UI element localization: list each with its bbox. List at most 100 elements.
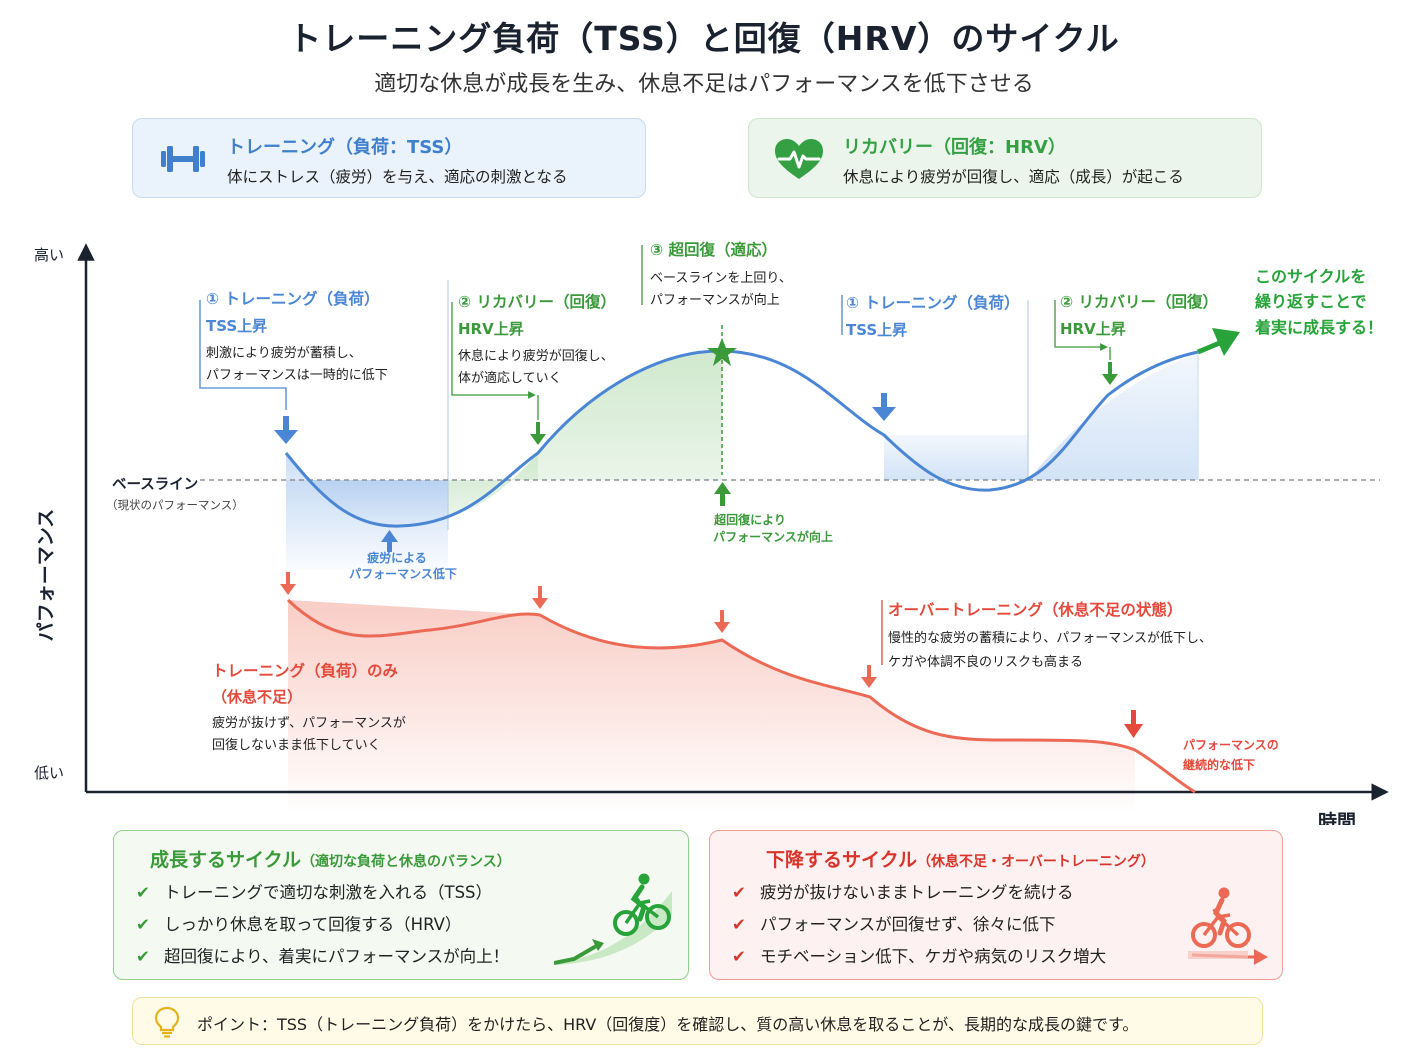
phase1-line1: 刺激により疲労が蓄積し、 xyxy=(206,345,362,361)
phase4-title: ① トレーニング（負荷） xyxy=(846,293,1020,312)
check-icon: ✔ xyxy=(136,883,150,902)
check-icon: ✔ xyxy=(136,915,150,934)
bad-only-sub: （休息不足） xyxy=(212,688,302,706)
growth-cycle-title-text: 成長するサイクル xyxy=(150,849,302,871)
growth-curve xyxy=(284,349,1199,528)
overtraining-line2: ケガや体調不良のリスクも高まる xyxy=(888,654,1083,670)
phase1-title: ① トレーニング（負荷） xyxy=(206,289,380,308)
supercomp-line2: パフォーマンスが向上 xyxy=(713,529,833,544)
dip-line2: パフォーマンス低下 xyxy=(349,566,457,581)
bad-only-line1: 疲労が抜けず、パフォーマンスが xyxy=(212,715,406,731)
list-item-text: 疲労が抜けないままトレーニングを続ける xyxy=(760,883,1074,902)
dip-line1: 疲労による xyxy=(367,550,427,565)
growth-cycle-card: 成長するサイクル（適切な負荷と休息のバランス） ✔ トレーニングで適切な刺激を入れ… xyxy=(113,830,689,980)
list-item-text: トレーニングで適切な刺激を入れる（TSS） xyxy=(164,883,493,902)
phase5-title: ② リカバリー（回復） xyxy=(1060,292,1218,311)
list-item: ✔ モチベーション低下、ケガや病気のリスク増大 xyxy=(732,945,1106,977)
page-title: トレーニング負荷（TSS）と回復（HRV）のサイクル xyxy=(288,19,1120,58)
recovery-area-2 xyxy=(1028,352,1198,480)
phase1-line2: パフォーマンスは一時的に低下 xyxy=(206,367,388,383)
bad-only-line2: 回復しないまま低下していく xyxy=(212,737,381,753)
red-arrow-5 xyxy=(1124,710,1143,738)
decline-line2: 継続的な低下 xyxy=(1183,757,1255,772)
load-arrow-2 xyxy=(872,393,896,421)
overtraining-area xyxy=(288,600,1135,810)
check-icon: ✔ xyxy=(136,947,150,966)
supercomp-line1: 超回復により xyxy=(713,512,786,527)
dip-up-arrow xyxy=(381,530,398,552)
list-item-text: 超回復により、着実にパフォーマンスが向上！ xyxy=(164,947,510,966)
recovery-card-desc: 休息により疲労が回復し、適応（成長）が起こる xyxy=(843,168,1184,186)
recovery-arrow-2 xyxy=(1102,362,1118,385)
list-item: ✔ 疲労が抜けないままトレーニングを続ける xyxy=(732,881,1106,913)
performance-diagram: 高い 低い パフォーマンス 時間 ベースライン （現状のパフォーマンス） ① ト… xyxy=(34,240,1389,825)
recovery-card: リカバリー（回復：HRV） 休息により疲労が回復し、適応（成長）が起こる xyxy=(748,118,1262,198)
decline-line1: パフォーマンスの xyxy=(1183,738,1279,752)
phase2-line1: 休息により疲労が回復し、 xyxy=(458,348,614,364)
decline-cycle-title: 下降するサイクル（休息不足・オーバートレーニング） xyxy=(766,845,1155,872)
phase3-line2: パフォーマンスが向上 xyxy=(650,292,780,308)
tip-text: ポイント：TSS（トレーニング負荷）をかけたら、HRV（回復度）を確認し、質の高… xyxy=(197,1015,1139,1034)
phase5-sub: HRV上昇 xyxy=(1060,320,1126,338)
growth-arrowhead xyxy=(1212,328,1240,356)
list-item: ✔ 超回復により、着実にパフォーマンスが向上！ xyxy=(136,945,509,977)
supercompensation-star xyxy=(707,338,737,366)
red-arrow-2 xyxy=(532,586,548,609)
load-area-2 xyxy=(884,435,1028,480)
training-card-title: トレーニング（負荷：TSS） xyxy=(227,137,463,158)
decline-curve xyxy=(286,598,1196,794)
supercomp-up-arrow xyxy=(714,482,731,506)
repeat-line1: このサイクルを xyxy=(1255,267,1366,286)
x-axis-label: 時間 xyxy=(1318,811,1356,825)
check-icon: ✔ xyxy=(732,915,746,934)
check-icon: ✔ xyxy=(732,947,746,966)
check-icon: ✔ xyxy=(732,883,746,902)
recovery-card-title: リカバリー（回復：HRV） xyxy=(843,137,1066,158)
growth-cycle-list: ✔ トレーニングで適切な刺激を入れる（TSS） ✔ しっかり休息を取って回復する（H… xyxy=(136,881,509,977)
repeat-line3: 着実に成長する！ xyxy=(1254,318,1383,337)
list-item-text: パフォーマンスが回復せず、徐々に低下 xyxy=(760,915,1056,934)
list-item: ✔ トレーニングで適切な刺激を入れる（TSS） xyxy=(136,881,509,913)
repeat-line2: 繰り返すことで xyxy=(1255,292,1367,311)
phase3-line1: ベースラインを上回り、 xyxy=(650,271,792,286)
cyclist-downhill-icon xyxy=(1188,887,1268,965)
lightbulb-icon xyxy=(154,1006,180,1038)
growth-cycle-title: 成長するサイクル（適切な負荷と休息のバランス） xyxy=(150,845,511,872)
training-card: トレーニング（負荷：TSS） 体にストレス（疲労）を与え、適応の刺激となる xyxy=(132,118,646,198)
training-card-desc: 体にストレス（疲労）を与え、適応の刺激となる xyxy=(227,168,568,186)
y-low-label: 低い xyxy=(34,764,64,782)
overtraining-title: オーバートレーニング（休息不足の状態） xyxy=(888,600,1182,619)
page-subtitle: 適切な休息が成長を生み、休息不足はパフォーマンスを低下させる xyxy=(374,72,1034,97)
y-axis-label: パフォーマンス xyxy=(35,509,57,642)
list-item-text: しっかり休息を取って回復する（HRV） xyxy=(164,915,462,934)
load-arrow xyxy=(274,416,298,444)
phase3-title: ③ 超回復（適応） xyxy=(650,240,777,259)
phase2-sub: HRV上昇 xyxy=(458,320,524,338)
red-arrow-4 xyxy=(861,665,877,688)
growth-arrow xyxy=(1197,339,1223,355)
cyclist-uphill-icon xyxy=(554,873,672,965)
list-item: ✔ しっかり休息を取って回復する（HRV） xyxy=(136,913,509,945)
supercomp-area xyxy=(448,453,538,517)
list-item-text: モチベーション低下、ケガや病気のリスク増大 xyxy=(760,947,1107,966)
red-arrow-1 xyxy=(280,572,296,595)
dumbbell-icon xyxy=(161,146,205,172)
red-arrow-3 xyxy=(714,610,730,633)
decline-cycle-title-text: 下降するサイクル xyxy=(766,849,918,871)
list-item: ✔ パフォーマンスが回復せず、徐々に低下 xyxy=(732,913,1106,945)
baseline-label: ベースライン xyxy=(112,477,198,493)
y-high-label: 高い xyxy=(34,246,64,264)
growth-cycle-subtitle: （適切な負荷と休息のバランス） xyxy=(301,854,511,870)
decline-cycle-subtitle: （休息不足・オーバートレーニング） xyxy=(917,854,1155,870)
baseline-sublabel: （現状のパフォーマンス） xyxy=(106,498,244,512)
heart-pulse-icon xyxy=(775,139,823,179)
bad-only-title: トレーニング（負荷）のみ xyxy=(212,661,399,680)
decline-cycle-list: ✔ 疲労が抜けないままトレーニングを続ける ✔ パフォーマンスが回復せず、徐々に低下… xyxy=(732,881,1106,977)
overtraining-line1: 慢性的な疲労の蓄積により、パフォーマンスが低下し、 xyxy=(888,630,1212,646)
phase4-sub: TSS上昇 xyxy=(846,321,907,339)
phase2-title: ② リカバリー（回復） xyxy=(458,292,616,311)
phase2-line2: 体が適応していく xyxy=(458,370,562,386)
phase1-sub: TSS上昇 xyxy=(206,317,267,335)
recovery-area xyxy=(538,350,722,480)
tip-box: ポイント：TSS（トレーニング負荷）をかけたら、HRV（回復度）を確認し、質の高… xyxy=(132,997,1263,1045)
